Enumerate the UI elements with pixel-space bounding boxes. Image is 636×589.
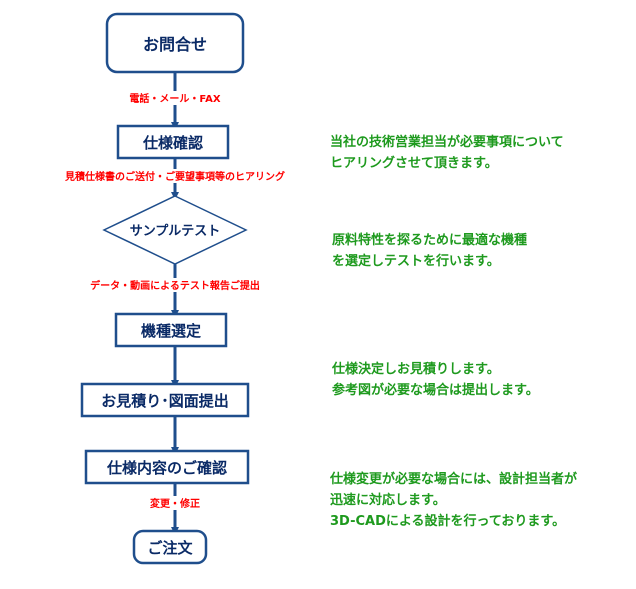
step-inquiry-label: お問合せ [143, 35, 207, 54]
step-model-select: 機種選定 [114, 312, 228, 348]
step-inquiry: お問合せ [105, 12, 245, 74]
step-spec-confirm: 仕様確認 [116, 124, 230, 160]
step-model-select-label: 機種選定 [141, 322, 201, 340]
edge-label-report: データ・動画によるテスト報告ご提出 [90, 279, 260, 292]
step-spec-detail: 仕様内容のご確認 [84, 449, 250, 485]
step-spec-confirm-label: 仕様確認 [142, 134, 203, 152]
note-line: 迅速に対応します。 [330, 493, 446, 508]
step-estimate: お見積り･図面提出 [80, 382, 250, 418]
note-line: ヒアリングさせて頂きます。 [330, 156, 498, 171]
note-sample-test: 原料特性を探るために最適な機種 を選定しテストを行います。 [332, 230, 527, 272]
note-line: 3D-CADによる設計を行っております。 [330, 514, 566, 529]
step-sample-test-label: サンプルテスト [130, 224, 221, 239]
edge-label-change: 変更・修正 [150, 497, 200, 510]
note-line: 仕様変更が必要な場合には、設計担当者が [330, 472, 578, 487]
note-line: を選定しテストを行います。 [332, 254, 500, 269]
edge-label-hearing: 見積仕様書のご送付・ご要望事項等のヒアリング [64, 170, 285, 183]
step-sample-test: サンプルテスト [102, 195, 248, 265]
step-spec-detail-label: 仕様内容のご確認 [106, 459, 227, 477]
note-line: 参考図が必要な場合は提出します。 [332, 383, 539, 398]
edge-label-contact: 電話・メール・FAX [129, 92, 220, 105]
note-line: 仕様決定しお見積りします。 [332, 362, 500, 377]
step-order: ご注文 [132, 529, 208, 565]
note-line: 当社の技術営業担当が必要事項について [330, 135, 564, 150]
step-estimate-label: お見積り･図面提出 [101, 392, 229, 410]
note-estimate: 仕様決定しお見積りします。 参考図が必要な場合は提出します。 [332, 359, 539, 401]
step-order-label: ご注文 [147, 539, 193, 557]
note-spec-detail: 仕様変更が必要な場合には、設計担当者が 迅速に対応します。 3D-CADによる設… [330, 469, 577, 532]
note-line: 原料特性を探るために最適な機種 [332, 233, 528, 248]
note-spec-confirm: 当社の技術営業担当が必要事項について ヒアリングさせて頂きます。 [330, 132, 564, 174]
